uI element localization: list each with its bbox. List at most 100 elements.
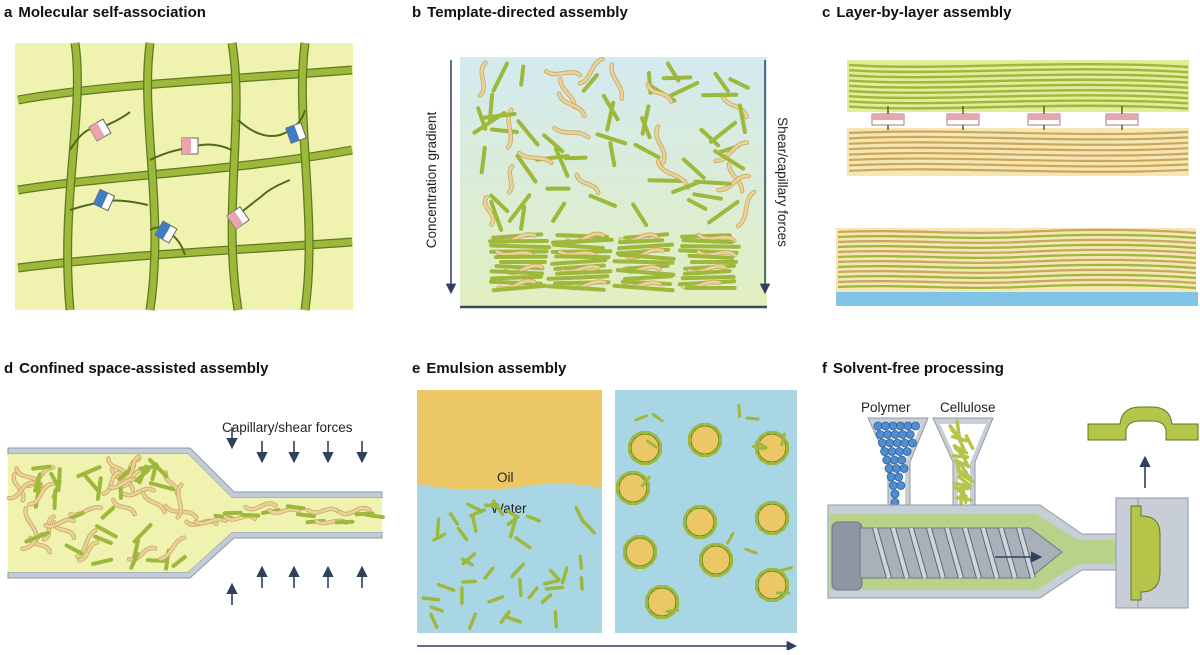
nanocrystal-rod [521,67,523,85]
nanocrystal-rod [625,276,671,279]
linker-box-fill [947,114,979,120]
polymer-pellet [904,422,912,430]
nanocrystal-rod [580,556,581,568]
emulsion-droplet [686,508,714,536]
polymer-pellet [908,439,916,447]
polymer-pellet [881,448,889,456]
polymer-pellet [889,422,897,430]
nanocrystal-rod [620,240,662,242]
nanocrystal-rod [557,271,610,273]
shear-forces-label: Shear/capillary forces [775,117,790,247]
polymer-pellet [895,473,903,481]
nanocrystal-rod [55,491,56,508]
final-product [1088,407,1198,440]
substrate [836,292,1198,306]
nanocrystal-rod [492,130,517,133]
nanocrystal-rod [683,277,734,278]
emulsion-droplet [702,546,730,574]
nanocrystal-rod [337,522,353,523]
polymer-pellet [912,422,920,430]
nanocrystal-rod [520,580,521,596]
emulsion-droplet [619,474,647,502]
cellulose-label: Cellulose [940,400,996,415]
linker-box-fill [1028,114,1060,120]
nanocrystal-rod [555,612,556,627]
emulsion-droplet [626,538,654,566]
nanocrystal-rod [955,484,969,487]
nanocrystal-rod [367,515,383,517]
nanocrystal-rod [685,271,730,274]
nanocrystal-rod [695,182,729,184]
polymer-pellet [889,482,897,490]
motor-drive [832,522,862,590]
nanocrystal-rod [547,587,563,589]
polymer-pellet [882,422,890,430]
polymer-pellet [886,439,894,447]
nanocrystal-rod [684,240,732,242]
polymer-pellet [887,473,895,481]
nanocrystal-rod [463,581,475,582]
nanocrystal-rod [581,578,582,589]
nanocrystal-rod [667,610,678,612]
nanocrystal-rod [288,506,304,508]
polymer-pellet [888,448,896,456]
polymer-pellets [874,422,920,507]
polymer-pellet [897,482,905,490]
linker-box-fill [1106,114,1138,120]
polymer-pellet [884,431,892,439]
nanocrystal-rod [298,514,314,516]
polymer-label: Polymer [861,400,911,415]
polymer-pellet [897,422,905,430]
nanocrystal-rod [492,271,542,273]
polymer-pellet [903,448,911,456]
nanocrystal-rod [689,256,732,258]
polymer-pellet [898,456,906,464]
nanocrystal-rod [747,418,758,419]
nanocrystal-rod [492,277,541,279]
binding-site [182,138,198,154]
nanocrystal-rod [615,261,673,263]
polymer-pellet [893,439,901,447]
emulsion-droplet [691,426,719,454]
polymer-pellet [885,465,893,473]
capillary-shear-label: Capillary/shear forces [222,420,353,435]
nanocrystal-rod [486,505,498,507]
nanocrystal-rod [437,519,438,535]
polymer-pellet [899,431,907,439]
polymer-pellet [890,456,898,464]
oil-label: Oil [497,470,514,485]
polymer-pellet [891,490,899,498]
nanocrystal-rod [490,95,492,123]
polymer-pellet [901,439,909,447]
nanocrystal-rod [682,246,739,247]
polymer-pellet [900,465,908,473]
polymer-pellet [906,431,914,439]
emulsion-droplet [758,571,786,599]
binding-site-fill [182,138,191,154]
polymer-pellet [896,448,904,456]
concentration-gradient-label: Concentration gradient [424,111,439,248]
polymer-pellet [876,431,884,439]
nanocrystal-rod [423,598,438,600]
nanocrystal-rod [242,515,258,516]
nanocrystal-rod [556,256,608,257]
linker-box-fill [872,114,904,120]
polymer-pellet [883,456,891,464]
nanocrystal-rod [703,95,736,96]
polymer-pellet [893,465,901,473]
nanocrystal-rod [553,240,612,243]
emulsion-droplet [758,504,786,532]
